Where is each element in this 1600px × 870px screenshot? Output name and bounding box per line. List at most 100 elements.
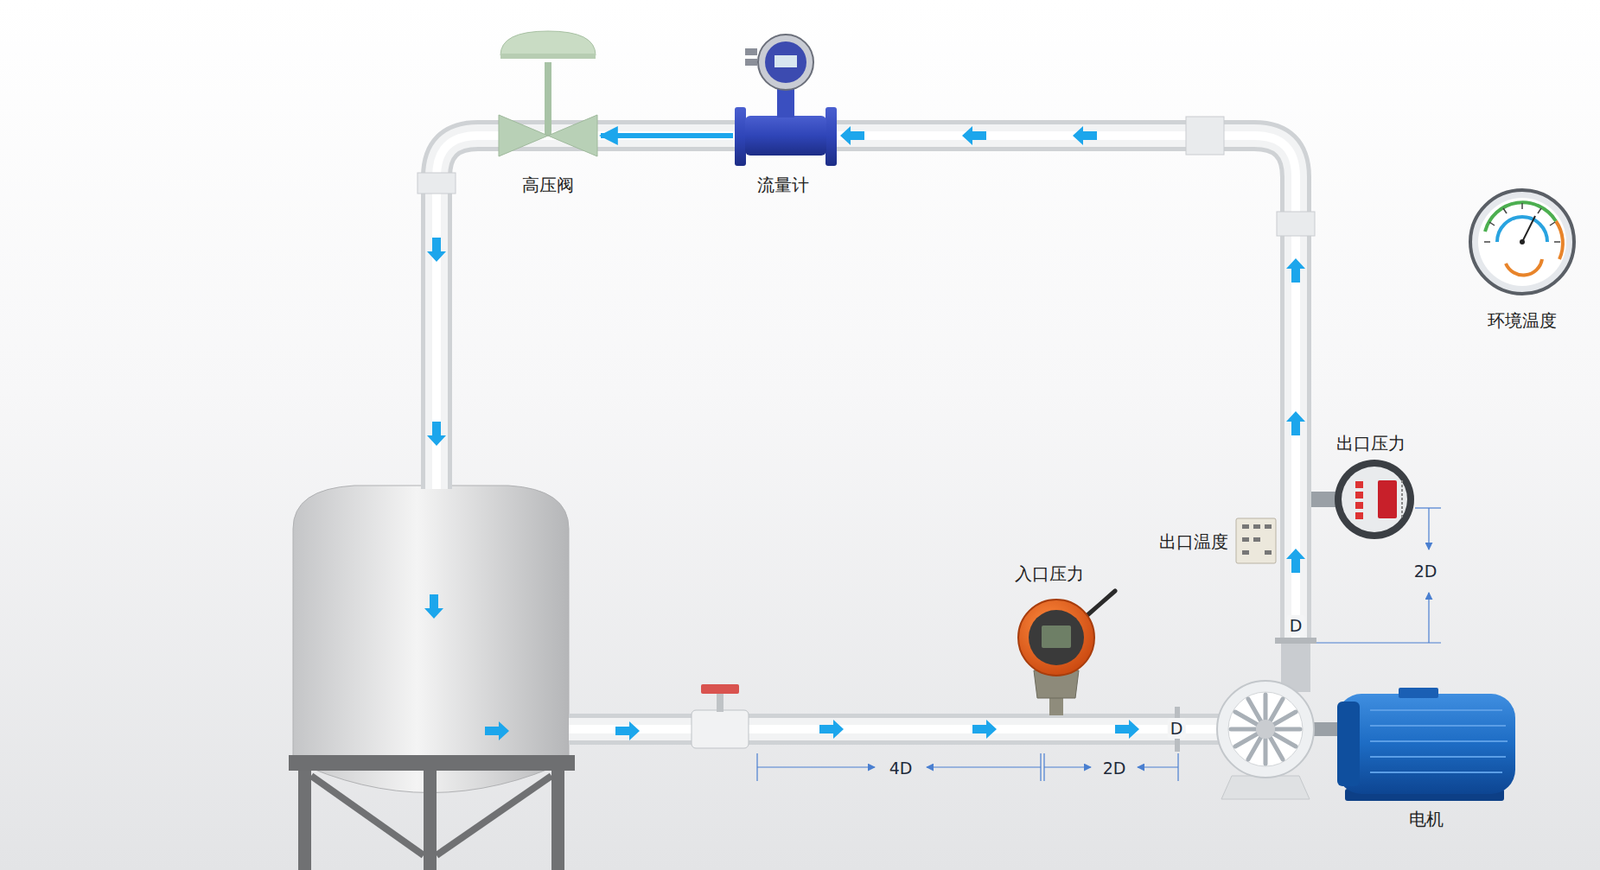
dimension-lines [757,508,1441,782]
flow-arrows-part [427,421,447,447]
pressure-gauge-part [1377,480,1397,519]
component-label: 环境温度 [1487,310,1557,332]
flow-arrows-part [1072,126,1097,146]
thermometer-part [1497,216,1548,243]
flow-arrows [424,126,1306,741]
thermometer-part [1519,239,1525,245]
thermometer-part [1522,216,1536,243]
pump-part [1217,681,1314,778]
motor-part [1370,740,1508,743]
pump-part [1311,722,1339,737]
dimension-lines-part [1316,642,1441,644]
dimension-lines-part [1415,507,1441,509]
temperature-sensor-part [1253,537,1261,542]
flow-arrows-part [615,721,640,741]
temperature-sensor [1236,518,1276,564]
temperature-sensor-part [1236,518,1276,564]
flow-arrows-part [424,594,444,619]
tank-part [298,771,312,870]
inlet-pipe-part [568,718,1228,741]
flow-meter-part [734,107,746,166]
pipe-loop-part [436,135,1296,641]
dimension-label: D [1167,718,1186,740]
component-label: 电机 [1408,809,1444,830]
flow-arrows-part [1115,720,1140,740]
temperature-sensor-part [1264,550,1272,555]
control-valve-part [544,62,552,136]
pressure-gauge-part [1311,491,1338,508]
dimension-label: 2D [1414,560,1438,582]
tank-part [436,776,552,856]
control-valve [498,31,598,157]
pump-part [1221,776,1310,800]
inlet-pipe [568,707,1228,753]
flow-meter-part [745,58,758,66]
control-valve-part [498,114,549,157]
ball-valve-part [716,691,724,713]
dimension-lines-part [1427,508,1429,550]
pressure-gauge-part [1341,466,1408,533]
component-label: 出口压力 [1336,433,1406,454]
thermometer-part [1470,190,1575,294]
sensor-node: 出口温度 [1234,516,1278,566]
pipe-loop-part [1276,211,1315,236]
tank [288,485,575,870]
flow-meter-part [825,107,837,166]
flow-arrows-part [1286,548,1306,574]
temperature-sensor-part [1242,537,1250,542]
pressure-transmitter-part [1018,599,1095,676]
flow-arrows-part [819,720,844,740]
motor-part [1337,694,1516,795]
pressure-gauge-part [1334,459,1415,540]
pipe-loop-part [436,135,1296,641]
flow-arrows-part [840,126,865,146]
flow-meter-part [764,41,807,83]
pipe-loop [417,116,1315,641]
temperature-sensor-part [1242,524,1250,530]
motor-node: 电机 [1337,688,1516,803]
ball-valve-part [691,710,749,749]
thermometer-part [1503,208,1507,214]
motor [1337,688,1516,802]
motor-part [1370,771,1503,774]
pump-part [1255,720,1275,740]
thermometer-part [1537,208,1542,214]
flow-arrows-part [1286,258,1306,283]
temperature-sensor-part [1242,550,1250,555]
dimension-label: 2D [1102,758,1127,779]
component-label: 出口温度 [1159,531,1229,553]
thermometer-part [1549,222,1556,226]
pump-part [1230,694,1301,765]
thermometer-part [1521,203,1524,210]
dimension-label: D [1287,615,1306,637]
pressure-gauge-part [1401,480,1403,519]
flow-arrows-part [484,721,510,741]
tank-part [311,776,424,856]
control-valve-part [548,114,598,157]
ball-valve [691,684,749,749]
thermometer-part [1505,259,1543,275]
control-valve-part [500,31,596,56]
pressure-gauge-part [1355,502,1364,510]
inlet-pipe-part [568,713,1228,746]
thermometer-part [1489,222,1495,226]
pressure-transmitter-part [1087,591,1116,616]
motor-part [1398,688,1439,699]
temperature-sensor-part [1264,524,1272,530]
flow-arrows-part [972,720,997,740]
dimension-lines-part [1427,592,1429,644]
thermometer-part [1484,203,1561,243]
outlet-stub-part [1274,637,1317,644]
flow-meter-part [745,48,758,56]
dimension-lines-part [1137,766,1179,768]
dimension-lines-part [926,766,1041,768]
motor-part [1337,701,1360,787]
tank-part [551,771,565,870]
motor-part [1370,710,1508,773]
pressure-gauge-part [1355,491,1364,499]
component-label: 高压阀 [522,174,574,196]
pump [1217,681,1339,800]
